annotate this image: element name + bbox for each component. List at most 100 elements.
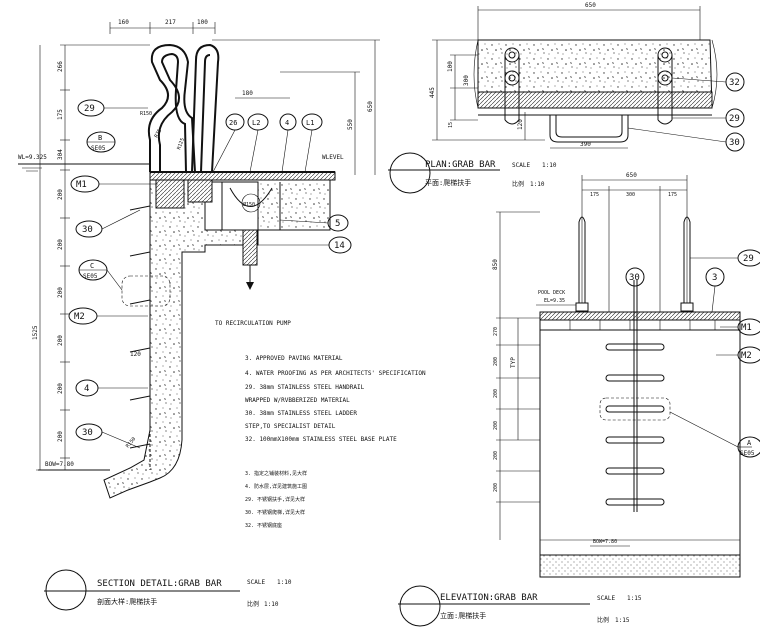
section-top-dim: 217 [165, 19, 176, 26]
bend-label: R150 [140, 111, 152, 117]
plan-dim: 445 [429, 87, 436, 98]
note-line: STEP,TO SPECIALIST DETAIL [245, 423, 336, 430]
note-line: 30. 不锈钢爬梯,详见大样 [245, 509, 305, 516]
plan-dim: 650 [585, 2, 596, 9]
scale-cn-value: 1:10 [264, 601, 279, 608]
scale-cn-value: 1:10 [530, 181, 545, 188]
pipe-dim: Ø150 [243, 201, 255, 208]
section-left-dim: 200 [57, 431, 64, 442]
callout-14: 14 [334, 241, 345, 251]
callout-L2: L2 [252, 119, 260, 127]
elev-dim: 200 [493, 421, 499, 430]
section-left-dim: 266 [57, 61, 64, 72]
elev-callout-M1: M1 [741, 323, 752, 333]
note-line: 30. 38mm STAINLESS STEEL LADDER [245, 410, 357, 417]
section-title-cn: 剖面大样:爬梯扶手 [97, 597, 157, 606]
elev-typ: TYP [510, 357, 517, 368]
section-top-dim: 100 [197, 19, 208, 26]
callout-M2: M2 [74, 312, 85, 322]
section-mark-num: C [90, 262, 94, 270]
elev-dim: 850 [492, 259, 499, 270]
wl-level-label: WL=9.325 [18, 154, 47, 161]
scale-label: SCALE [597, 595, 615, 602]
elev-dim: 175 [590, 192, 599, 198]
note-line: 29. 不锈钢扶手,详见大样 [245, 496, 305, 503]
section-mark-num: B [98, 134, 102, 142]
section-left-dim: 200 [57, 239, 64, 250]
elev-dim: 200 [493, 483, 499, 492]
pool-deck-label: POOL DECK [538, 290, 565, 296]
callout-5: 5 [335, 219, 340, 229]
scale-label: SCALE [247, 579, 265, 586]
callout-29: 29 [84, 104, 95, 114]
dim-120: 120 [130, 351, 141, 358]
bow-level-label: BOW=7.80 [593, 539, 617, 545]
elevation-view: 650 175 300 175 850 270 200 200 200 200 … [398, 172, 760, 627]
section-left-dim: 200 [57, 335, 64, 346]
section-detail: 160 217 100 266 175 304 200 200 200 200 [18, 19, 426, 611]
plan-dim: 15 [448, 122, 454, 128]
plan-title-circle [389, 152, 431, 194]
elev-dim: 200 [493, 451, 499, 460]
note-line: 32. 100mmX100mm STAINLESS STEEL BASE PLA… [245, 436, 397, 443]
pump-note: TO RECIRCULATION PUMP [215, 320, 291, 327]
section-left-dim: 175 [57, 109, 64, 120]
section-total-dim: 1525 [32, 325, 39, 340]
scale-cn: 比例 [597, 616, 609, 624]
scale-value: 1:10 [542, 162, 557, 169]
scale-cn: 比例 [247, 600, 259, 608]
callout-30b: 30 [82, 428, 93, 438]
plan-callout-30: 30 [729, 138, 740, 148]
section-notes-cn: 3. 指定之铺装材料,见大样 4. 防水层,详见建筑施工图 29. 不锈钢扶手,… [245, 470, 307, 529]
note-line: 4. WATER PROOFING AS PER ARCHITECTS' SPE… [245, 370, 426, 377]
note-line: 29. 38mm STAINLESS STEEL HANDRAIL [245, 384, 365, 391]
callout-M1: M1 [76, 180, 87, 190]
scale-cn-value: 1:15 [615, 617, 630, 624]
section-left-dim: 200 [57, 287, 64, 298]
elev-dim: 175 [668, 192, 677, 198]
plan-title-cn: 平面:爬梯扶手 [425, 178, 471, 187]
elev-callout-29: 29 [743, 254, 754, 264]
plan-callout-32: 32 [729, 78, 740, 88]
section-callouts: 29 26 L2 4 L1 M1 30 5 14 [68, 99, 352, 449]
elev-title-circle [399, 585, 441, 627]
note-line: WRAPPED W/RVBBERIZED MATERIAL [245, 397, 350, 404]
section-mark-sheet: SE05 [91, 145, 106, 152]
elev-dim: 200 [493, 389, 499, 398]
scale-value: 1:15 [627, 595, 642, 602]
scale-label: SCALE [512, 162, 530, 169]
note-line: 32. 不锈钢底座 [245, 522, 282, 529]
plan-title: PLAN:GRAB BAR [425, 160, 496, 170]
plan-dim: 120 [517, 119, 524, 130]
bend-label: R75 [154, 128, 164, 139]
callout-30: 30 [82, 225, 93, 235]
pool-deck-el: EL=9.35 [544, 298, 565, 304]
note-line: 3. 指定之铺装材料,见大样 [245, 470, 307, 477]
elev-callout-M2: M2 [741, 351, 752, 361]
scale-value: 1:10 [277, 579, 292, 586]
section-mark-sheet: SE05 [83, 273, 98, 280]
section-right-dim: 650 [367, 101, 374, 112]
elev-dim: 270 [493, 327, 499, 336]
section-title-circle [45, 569, 87, 611]
elev-callout-30: 30 [629, 273, 640, 283]
note-line: 3. APPROVED PAVING MATERIAL [245, 355, 343, 362]
wlevel-label: WLEVEL [322, 154, 344, 161]
plan-callout-29: 29 [729, 114, 740, 124]
elev-title-cn: 立面:爬梯扶手 [440, 611, 486, 620]
elev-callout-3: 3 [712, 273, 717, 283]
elev-title: ELEVATION:GRAB BAR [440, 593, 538, 603]
callout-4: 4 [285, 119, 289, 127]
callout-26: 26 [229, 119, 237, 127]
section-left-dim: 304 [57, 149, 64, 160]
plan-dim: 300 [463, 75, 470, 86]
elev-dim: 300 [626, 192, 635, 198]
plan-dim: 390 [580, 141, 591, 148]
section-left-dim: 200 [57, 383, 64, 394]
elev-dim: 200 [493, 357, 499, 366]
section-top-dim: 160 [118, 19, 129, 26]
section-left-dim: 200 [57, 189, 64, 200]
bend-label: R125 [176, 137, 186, 150]
callout-L1: L1 [306, 119, 314, 127]
